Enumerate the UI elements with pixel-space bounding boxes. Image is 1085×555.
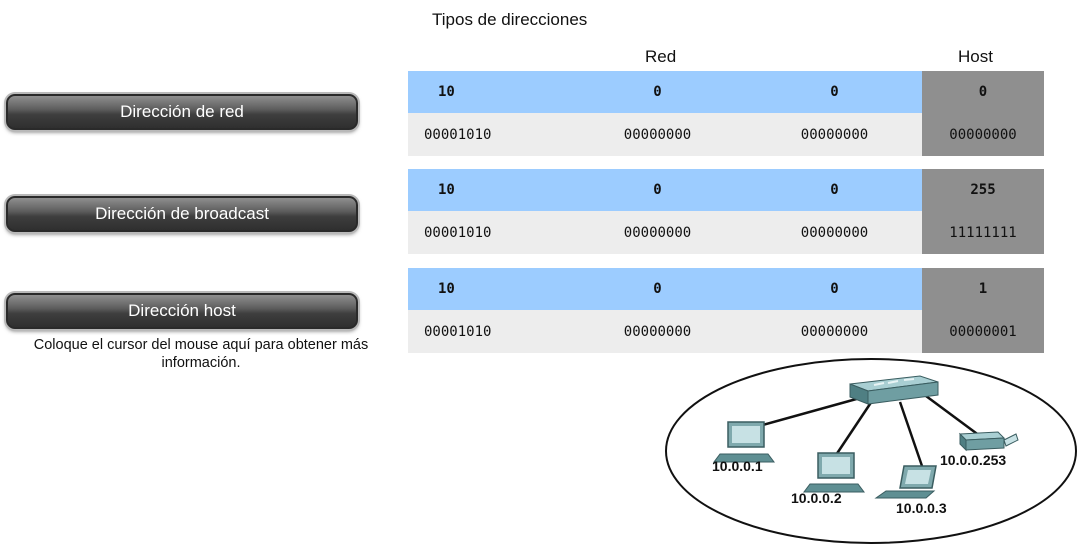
octet-4-decimal: 0	[922, 71, 1044, 113]
laptop-icon	[874, 465, 937, 499]
octet-3-decimal: 0	[830, 84, 839, 100]
octet-2-decimal: 0	[653, 84, 662, 100]
octet-3-binary: 00000000	[800, 126, 869, 143]
desktop-computer-icon	[803, 452, 865, 493]
octet-4-binary: 00000001	[922, 310, 1044, 353]
octet-1-decimal: 10	[438, 84, 455, 100]
host-ip-label: 10.0.0.1	[712, 458, 763, 474]
binary-row: 00001010 00000000 00000000 00000001	[408, 310, 1044, 353]
binary-row: 00001010 00000000 00000000 11111111	[408, 211, 1044, 254]
decimal-row: 10 0 0 0	[408, 71, 1044, 113]
printer-icon	[958, 431, 1019, 452]
network-boundary	[665, 358, 1077, 544]
network-links	[751, 394, 981, 467]
octet-3-decimal: 0	[830, 182, 839, 198]
octet-1-binary: 00001010	[424, 224, 492, 241]
broadcast-address-table: 10 0 0 255 00001010 00000000 00000000 11…	[408, 169, 1044, 254]
network-diagram: 10.0.0.1 10.0.0.2 10.0.0.3 10.0.0.253	[660, 358, 1080, 550]
octet-1-decimal: 10	[438, 182, 455, 198]
octet-4-binary: 00000000	[922, 113, 1044, 156]
network-diagram-drawing	[665, 358, 1077, 544]
host-ip-label: 10.0.0.3	[896, 500, 947, 516]
decimal-row: 10 0 0 255	[408, 169, 1044, 211]
octet-1-decimal: 10	[438, 281, 455, 297]
host-address-button[interactable]: Dirección host	[6, 293, 358, 329]
octet-4-binary: 11111111	[922, 211, 1044, 254]
octet-4-decimal: 255	[922, 169, 1044, 211]
octet-4-decimal: 1	[922, 268, 1044, 310]
octet-2-binary: 00000000	[623, 323, 692, 340]
column-header-red: Red	[645, 47, 677, 66]
octet-3-binary: 00000000	[800, 224, 869, 241]
octet-2-decimal: 0	[653, 182, 662, 198]
column-header-host: Host	[958, 47, 993, 66]
page-title: Tipos de direcciones	[432, 10, 588, 29]
hover-hint: Coloque el cursor del mouse aquí para ob…	[33, 337, 369, 371]
host-address-table: 10 0 0 1 00001010 00000000 00000000 0000…	[408, 268, 1044, 353]
host-ip-label: 10.0.0.253	[940, 452, 1007, 468]
decimal-row: 10 0 0 1	[408, 268, 1044, 310]
octet-2-decimal: 0	[653, 281, 662, 297]
switch-icon	[849, 375, 939, 405]
octet-2-binary: 00000000	[623, 126, 692, 143]
network-address-table: 10 0 0 0 00001010 00000000 00000000 0000…	[408, 71, 1044, 156]
network-address-button[interactable]: Dirección de red	[6, 94, 358, 130]
octet-1-binary: 00001010	[424, 323, 492, 340]
host-ip-label: 10.0.0.2	[791, 490, 842, 506]
binary-row: 00001010 00000000 00000000 00000000	[408, 113, 1044, 156]
desktop-computer-icon	[713, 421, 775, 463]
octet-2-binary: 00000000	[623, 224, 692, 241]
octet-3-binary: 00000000	[800, 323, 869, 340]
broadcast-address-button[interactable]: Dirección de broadcast	[6, 196, 358, 232]
octet-3-decimal: 0	[830, 281, 839, 297]
octet-1-binary: 00001010	[424, 126, 492, 143]
